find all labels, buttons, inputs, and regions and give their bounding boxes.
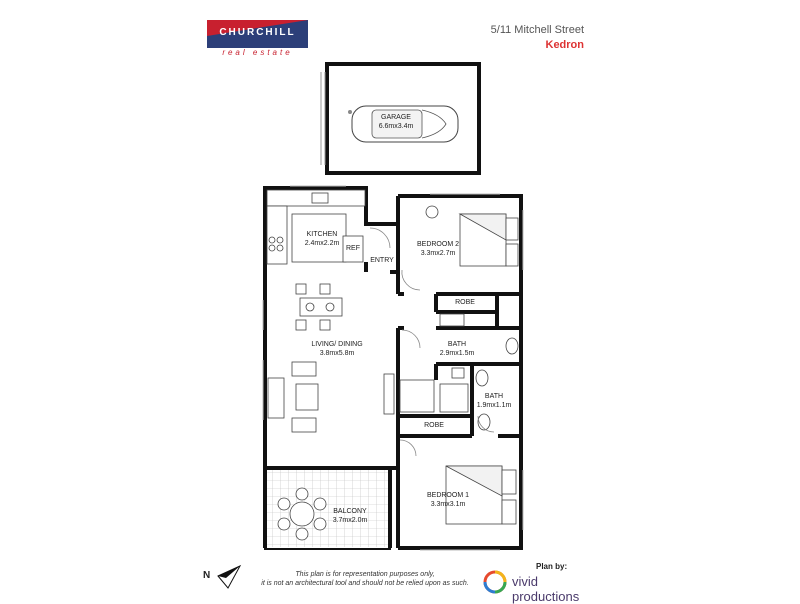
ref-label: REF — [346, 245, 360, 252]
garage-area — [320, 62, 481, 175]
bed-1-icon — [445, 465, 517, 525]
disclaimer: This plan is for representation purposes… — [261, 571, 469, 587]
vivid-logo-icon — [483, 570, 507, 594]
robe-top-label: ROBE — [455, 299, 475, 306]
bathroom-fixtures — [399, 313, 519, 431]
door-swings — [369, 227, 495, 457]
north-arrow-icon — [217, 564, 242, 589]
outdoor-table-icon — [277, 487, 327, 541]
car-icon — [348, 105, 459, 143]
bed-2-icon — [425, 205, 519, 267]
north-label: N — [203, 570, 211, 581]
sofa-icon — [267, 361, 395, 433]
plan-by-label: Plan by: — [536, 562, 568, 571]
dining-table-icon — [295, 283, 343, 331]
logo-text: CHURCHILL — [219, 27, 296, 38]
company-logo: CHURCHILL — [207, 20, 308, 48]
entry-label: ENTRY — [370, 257, 394, 264]
balcony-area — [264, 467, 391, 550]
kitchen-fixtures — [266, 189, 366, 265]
logo-subtitle: real estate — [222, 48, 293, 57]
property-address: 5/11 Mitchell Street — [490, 24, 584, 36]
logo-stripe — [207, 20, 308, 36]
property-suburb: Kedron — [545, 39, 585, 51]
windows — [262, 185, 524, 551]
robe-bottom-label: ROBE — [424, 422, 444, 429]
